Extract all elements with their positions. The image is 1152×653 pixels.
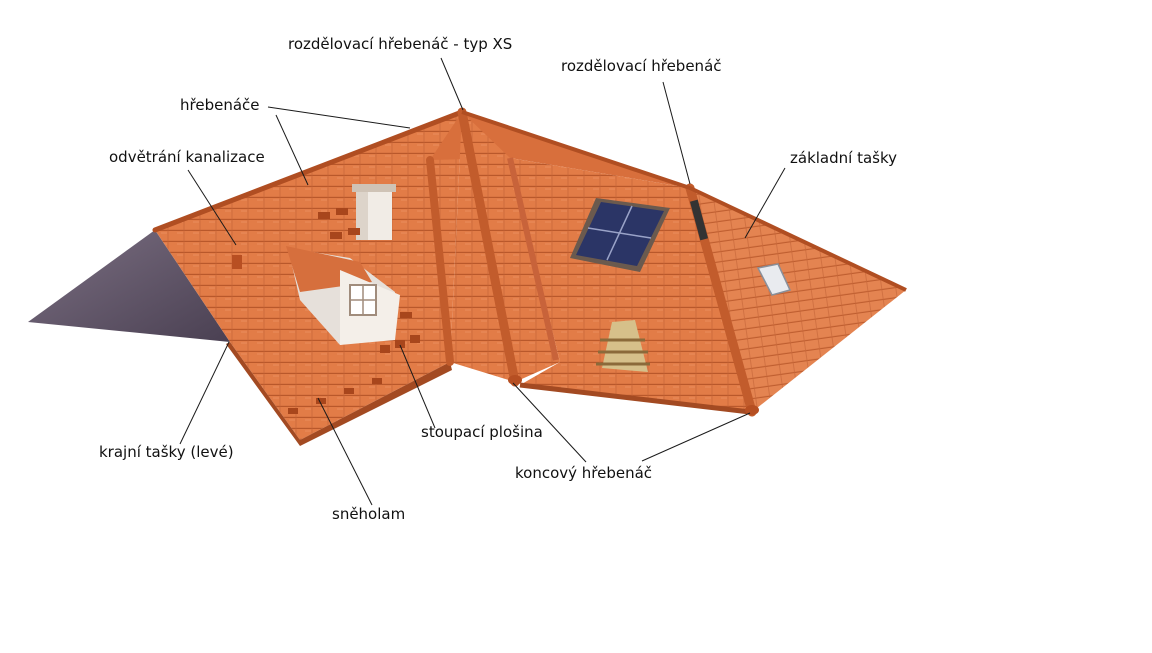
label-sneholam: sněholam: [332, 505, 406, 523]
label-koncovy: koncový hřebenáč: [515, 464, 653, 482]
roof-accessories: [288, 208, 420, 414]
leader-lines: [179, 57, 786, 506]
left-gable: [28, 230, 230, 342]
leader-koncovy-1: [512, 382, 587, 463]
roof-right-front-plane: [510, 158, 750, 412]
leader-sneholam: [317, 397, 373, 506]
leader-koncovy-2: [641, 412, 751, 462]
leader-rozdelovaci: [662, 81, 691, 185]
solar-panel: [570, 198, 670, 272]
leader-stoupaci: [399, 344, 436, 429]
ridge-far-right: [689, 186, 907, 292]
leader-zakladni: [744, 167, 786, 239]
label-zakladni: základní tašky: [790, 149, 897, 167]
label-krajni: krajní tašky (levé): [99, 443, 234, 461]
ridge-top-right: [461, 110, 691, 190]
leader-krajni: [179, 341, 230, 445]
ridge-xs: [457, 107, 520, 387]
roof-window: [756, 263, 792, 296]
label-rozdelovaci-xs: rozdělovací hřebenáč - typ XS: [288, 35, 513, 53]
roof-right-plane: [690, 188, 906, 412]
leader-odvetrani: [187, 169, 237, 246]
leader-rozdelovaci-xs: [440, 57, 464, 111]
vent-pipe: [232, 255, 242, 269]
label-hrebenace: hřebenáče: [180, 96, 260, 114]
label-stoupaci: stoupací plošina: [421, 423, 543, 441]
label-rozdelovaci: rozdělovací hřebenáč: [561, 57, 722, 75]
chimney: [352, 184, 396, 240]
end-ridge-cap-right: [745, 405, 759, 415]
leader-hrebenace-2: [275, 114, 309, 186]
dormer: [286, 246, 400, 345]
left-eave: [226, 342, 452, 446]
roof-back-plane: [430, 112, 690, 188]
label-odvetrani: odvětrání kanalizace: [109, 148, 265, 166]
ridge-hip-left: [426, 156, 454, 366]
end-ridge-cap-left: [508, 375, 522, 385]
ridge-main: [152, 109, 465, 233]
leader-hrebenace-1: [267, 106, 411, 129]
exposed-battens: [596, 320, 650, 372]
